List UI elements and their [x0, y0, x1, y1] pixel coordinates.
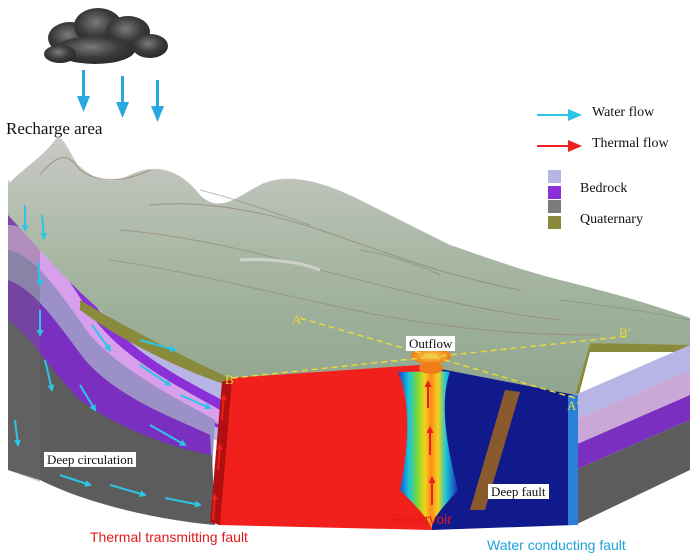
legend-quaternary-label: Quaternary — [580, 212, 643, 227]
section-line-a — [299, 317, 576, 399]
reservoir-label: Reservoir — [392, 511, 452, 527]
rain-arrows — [77, 70, 164, 122]
reservoir-plume — [398, 371, 458, 530]
water-conducting-fault-label: Water conducting fault — [487, 537, 626, 553]
recharge-area-label: Recharge area — [6, 119, 103, 138]
outflow-label: Outflow — [406, 336, 456, 351]
section-point-a-prime: A′ — [567, 398, 580, 413]
rain-arrow — [151, 80, 164, 122]
deep-fault-label: Deep fault — [488, 484, 549, 499]
legend-swatch-deep-gray — [548, 200, 561, 213]
rain-arrow — [77, 70, 90, 112]
right-strata — [568, 345, 690, 525]
legend-thermal-flow-arrow — [537, 140, 582, 152]
thermal-transmitting-fault-zone — [210, 378, 232, 525]
section-point-a: A — [292, 312, 302, 327]
section-point-b: B — [225, 372, 234, 387]
legend-water-flow-label: Water flow — [592, 105, 655, 120]
legend-thermal-flow-label: Thermal flow — [592, 136, 669, 151]
thermal-transmitting-fault-label: Thermal transmitting fault — [90, 529, 248, 545]
left-strata — [8, 180, 225, 525]
deep-circulation-label: Deep circulation — [44, 452, 137, 467]
water-flow-arrows — [13, 205, 212, 508]
hot-zone — [218, 365, 432, 530]
legend-water-flow-arrow — [537, 109, 582, 121]
rain-arrow — [116, 76, 129, 118]
legend-bedrock-label: Bedrock — [580, 181, 628, 196]
outflow-marker — [419, 362, 443, 374]
legend-swatch-bedrock-purple — [548, 186, 561, 199]
legend-swatch-bedrock-light — [548, 170, 561, 183]
deep-fault-band — [470, 390, 520, 510]
terrain-surface — [8, 138, 691, 402]
legend-swatch-quaternary — [548, 216, 561, 229]
section-line-b — [231, 335, 631, 379]
outflow-marker — [411, 348, 451, 364]
thermal-flow-arrows — [211, 380, 436, 521]
cloud-icon — [44, 8, 168, 64]
section-point-b-prime: B′ — [619, 325, 631, 340]
